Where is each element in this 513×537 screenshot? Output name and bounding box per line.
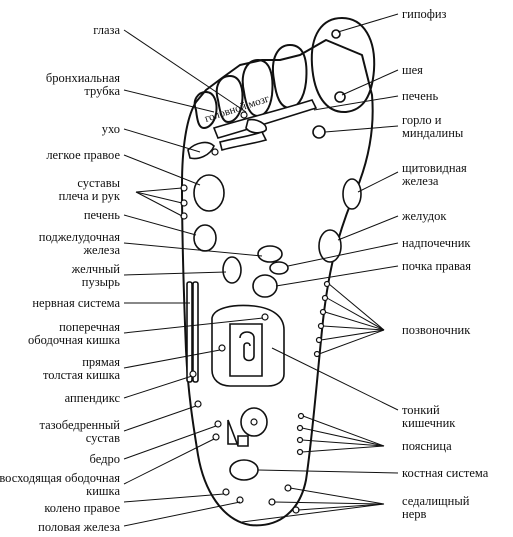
label-ear: ухо — [102, 122, 120, 136]
label-gallbladder-2: пузырь — [82, 275, 121, 289]
label-transverse-1: поперечная — [59, 320, 120, 334]
ear-zone — [187, 141, 215, 160]
label-lumbar: поясница — [402, 439, 452, 453]
label-lung: легкое правое — [46, 148, 120, 162]
label-appendix: аппендикс — [65, 391, 121, 405]
label-pancreas-1: поджелудочная — [39, 230, 120, 244]
label-liver-left: печень — [84, 208, 120, 222]
brain-zone — [212, 99, 318, 139]
right-labels: гипофиз шея печень горло и миндалины щит… — [401, 7, 489, 521]
label-throat-2: миндалины — [402, 126, 464, 140]
nervous-system-zone-2 — [192, 281, 199, 383]
pancreas-zone — [257, 245, 283, 263]
small-intestine-loop — [239, 331, 255, 362]
stomach-zone — [318, 229, 342, 263]
label-small-intestine-2: кишечник — [402, 416, 456, 430]
throat-zone — [312, 125, 326, 139]
gallbladder-zone — [222, 256, 242, 284]
label-pancreas-2: железа — [83, 243, 121, 257]
nervous-system-zone — [186, 281, 193, 383]
eye-zone — [245, 118, 267, 134]
label-eyes: глаза — [93, 23, 120, 37]
label-hip-1: тазобедренный — [40, 418, 121, 432]
adrenal-zone — [269, 261, 289, 275]
leader-lines — [123, 13, 399, 527]
label-hip-2: сустав — [86, 431, 120, 445]
thyroid-zone — [342, 178, 362, 210]
label-joints-1: суставы — [77, 176, 120, 190]
label-neck: шея — [402, 63, 423, 77]
label-adrenal: надпочечник — [402, 236, 471, 250]
label-knee: колено правое — [44, 501, 120, 515]
bone-system-zone — [229, 459, 259, 481]
label-rectum-1: прямая — [82, 355, 120, 369]
label-bronchial-2: трубка — [84, 84, 120, 98]
label-transverse-2: ободочная кишка — [28, 333, 120, 347]
label-bone: костная система — [402, 466, 489, 480]
label-gonad: половая железа — [38, 520, 120, 534]
label-ascending-2: кишка — [86, 484, 120, 498]
neck-zone — [334, 91, 346, 103]
left-labels: глаза бронхиальная трубка ухо легкое пра… — [0, 23, 121, 534]
label-sciatic-1: седалищный — [402, 494, 470, 508]
lung-zone — [193, 174, 225, 212]
label-throat-1: горло и — [402, 113, 442, 127]
label-sciatic-2: нерв — [402, 507, 426, 521]
organ-zones — [186, 29, 362, 481]
label-rectum-2: толстая кишка — [43, 368, 120, 382]
label-spine: позвоночник — [402, 323, 471, 337]
pituitary-zone — [331, 29, 341, 39]
bronchial-zone — [219, 131, 268, 151]
hip-joint-zone — [227, 419, 249, 447]
liver-zone — [193, 224, 217, 252]
label-thigh: бедро — [90, 452, 120, 466]
kidney-zone — [252, 274, 278, 298]
reflex-points — [180, 111, 331, 514]
label-thyroid-1: щитовидная — [402, 161, 467, 175]
label-pituitary: гипофиз — [402, 7, 447, 21]
label-stomach: желудок — [401, 209, 447, 223]
label-gallbladder-1: желчный — [71, 262, 121, 276]
label-kidney: почка правая — [402, 259, 471, 273]
label-bronchial-1: бронхиальная — [46, 71, 120, 85]
label-ascending-1: восходящая ободочная — [0, 471, 120, 485]
label-liver-right: печень — [402, 89, 438, 103]
label-joints-2: плеча и рук — [59, 189, 121, 203]
label-small-intestine-1: тонкий — [402, 403, 440, 417]
label-thyroid-2: железа — [401, 174, 439, 188]
label-nervous: нервная система — [32, 296, 120, 310]
